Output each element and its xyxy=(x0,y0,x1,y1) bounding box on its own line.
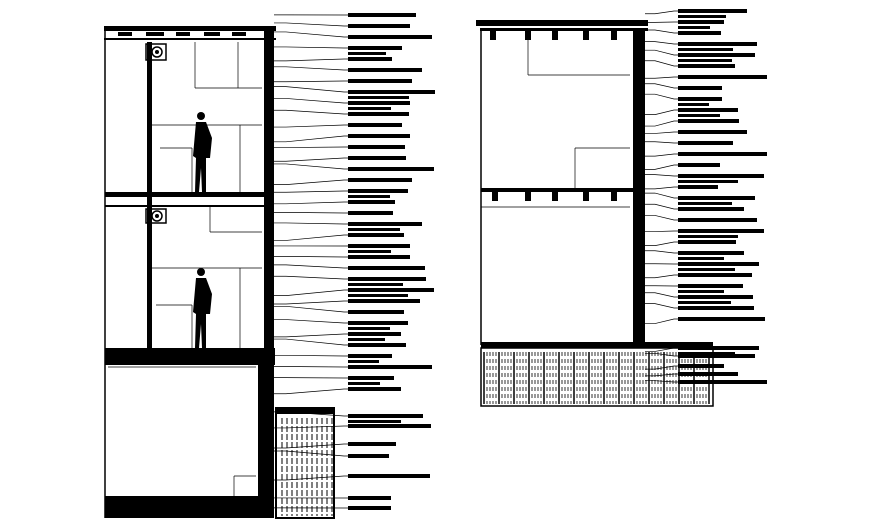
right-callout-leaders xyxy=(645,9,767,384)
right-floor-slab xyxy=(481,188,641,192)
left-second-floor-beam xyxy=(105,205,273,207)
left-upper-interior-lines xyxy=(152,42,262,192)
right-soil-hatch xyxy=(480,347,714,407)
right-wall-section xyxy=(476,9,767,407)
left-wall-section xyxy=(104,13,435,519)
left-roof-hatch xyxy=(118,32,246,36)
left-ground-floor-slab xyxy=(105,348,275,365)
left-lower-fan-icon xyxy=(145,208,167,224)
right-interior-lines xyxy=(481,40,630,208)
left-second-floor-slab xyxy=(105,192,273,197)
human-figure-lower xyxy=(193,268,212,348)
right-ground-slab xyxy=(481,342,713,348)
right-roof-slab xyxy=(476,20,648,26)
right-facade-wall xyxy=(633,28,645,344)
left-upper-fan-icon xyxy=(145,43,167,61)
left-foundation-wall xyxy=(258,352,274,518)
left-roof-beam xyxy=(104,38,276,40)
left-middle-interior-lines xyxy=(152,207,262,348)
human-figure-upper xyxy=(193,112,212,192)
left-facade-wall xyxy=(264,30,274,350)
left-basement-slab xyxy=(105,496,273,518)
right-roof-beam xyxy=(480,28,648,31)
left-roof-slab xyxy=(104,26,276,31)
left-basement-lines xyxy=(108,366,256,496)
right-floor-joists xyxy=(492,192,617,201)
left-callout-leaders xyxy=(274,13,435,510)
right-roof-joists xyxy=(490,31,617,40)
left-soil-hatch xyxy=(275,407,335,519)
